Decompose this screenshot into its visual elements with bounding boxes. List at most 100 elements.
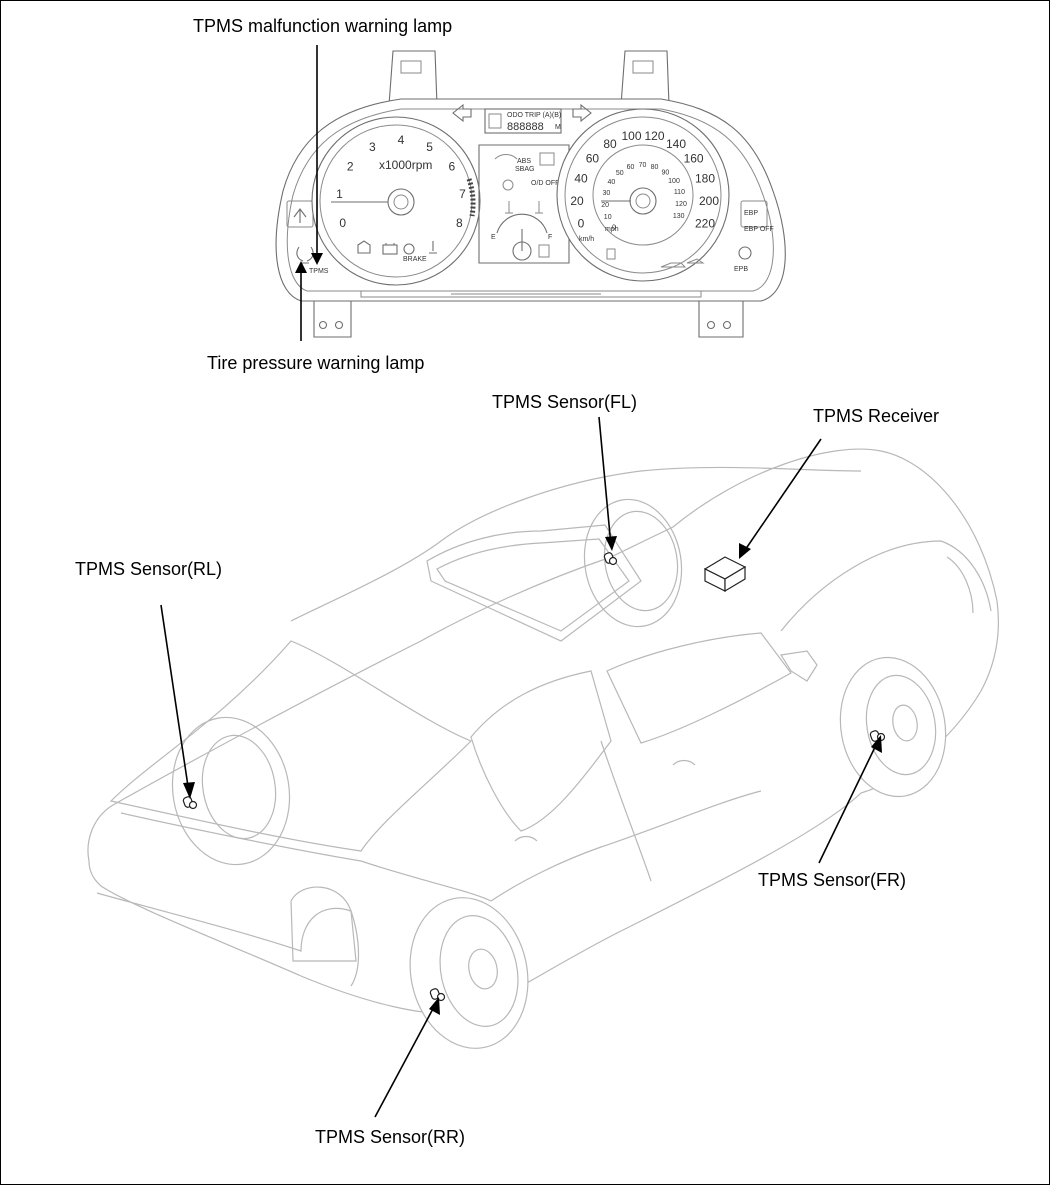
headlamp-icon <box>502 179 514 191</box>
right-turn-signal-icon <box>572 103 592 123</box>
speed-inner-number-12: 120 <box>675 201 687 208</box>
engine-check-icon <box>539 152 555 166</box>
speed-inner-number-6: 60 <box>627 164 635 171</box>
sensor-fr-label: TPMS Sensor(FR) <box>758 870 906 890</box>
tach-warning-icons: BRAKE <box>357 240 437 263</box>
tach-number-0: 0 <box>339 216 346 230</box>
speed-number-1: 20 <box>570 194 584 208</box>
tach-number-1: 1 <box>336 187 343 201</box>
rear-left-wheel <box>171 716 291 866</box>
speed-number-5: 100 <box>621 129 641 143</box>
speed-inner-number-13: 130 <box>673 213 685 220</box>
tach-number-7: 7 <box>459 187 466 201</box>
fuel-door-icon <box>606 248 616 260</box>
front-door-window <box>606 632 792 744</box>
ebp-label: EBP <box>744 210 758 217</box>
sensor-rr-label: TPMS Sensor(RR) <box>315 1127 465 1147</box>
lcd-unit: M <box>555 124 561 131</box>
sunroof-outline <box>426 524 642 642</box>
sensor-rl-label: TPMS Sensor(RL) <box>75 559 222 579</box>
speed-number-6: 120 <box>644 129 664 143</box>
brake-label: BRAKE <box>403 256 427 263</box>
speed-unit-mph: mph <box>605 226 619 233</box>
headlamp-line <box>946 556 974 614</box>
left-turn-signal-icon <box>452 103 472 123</box>
sensor-fr-leader <box>818 742 878 864</box>
speed-number-4: 80 <box>603 137 617 151</box>
front-door-handle <box>672 759 696 766</box>
tpms-lamp-label: TPMS <box>309 268 329 275</box>
speed-number-3: 60 <box>586 152 600 166</box>
seat-heater-right-icon <box>535 201 543 214</box>
speed-number-8: 160 <box>684 152 704 166</box>
sbag-label: SBAG <box>515 166 534 173</box>
rear-door-handle <box>514 835 538 842</box>
tpms-receiver-box <box>703 556 747 593</box>
tpms-sensor-fl-icon <box>603 552 618 566</box>
tach-unit: x1000rpm <box>379 158 432 172</box>
car-body-outline <box>87 448 1000 1015</box>
speed-inner-number-0: 0 <box>612 224 616 231</box>
tach-number-4: 4 <box>398 133 405 147</box>
tach-number-8: 8 <box>456 216 463 230</box>
speed-number-0: 0 <box>578 217 585 231</box>
oil-pressure-icon <box>494 154 518 160</box>
door-open-icon <box>357 240 371 254</box>
speed-number-11: 220 <box>695 217 715 231</box>
fuel-full-mark: F <box>548 234 552 241</box>
seat-heater-left-icon <box>505 201 513 214</box>
speed-inner-number-10: 100 <box>668 178 680 185</box>
speed-number-9: 180 <box>695 171 715 185</box>
tpms-sensor-rr-icon <box>429 988 446 1002</box>
tail-lamp <box>290 886 357 962</box>
cluster-leader-lines <box>295 45 323 341</box>
speed-unit-kmh: km/h <box>579 236 594 243</box>
vehicle-leader-lines <box>160 416 882 1118</box>
callout-labels: TPMS malfunction warning lamp Tire press… <box>75 16 939 1147</box>
tpms-components <box>182 552 886 1002</box>
receiver-leader <box>742 438 822 554</box>
odometer-lcd <box>484 108 562 134</box>
malfunction-lamp-label: TPMS malfunction warning lamp <box>193 16 452 36</box>
speed-number-2: 40 <box>574 171 588 185</box>
sensor-fl-label: TPMS Sensor(FL) <box>492 392 637 412</box>
epb-label: EPB <box>734 266 748 273</box>
speed-inner-number-2: 20 <box>601 202 609 209</box>
speed-number-10: 200 <box>699 194 719 208</box>
od-off-label: O/D OFF <box>531 180 559 187</box>
speed-inner-number-3: 30 <box>603 190 611 197</box>
abs-icon <box>403 243 415 255</box>
fuel-empty-mark: E <box>491 234 496 241</box>
sunroof-glass <box>436 538 630 632</box>
lcd-odo-trip: ODO TRIP (A)(B) <box>507 112 561 119</box>
seatbelt-icon <box>429 241 437 254</box>
tach-number-6: 6 <box>448 159 455 173</box>
tire-pressure-lamp-label: Tire pressure warning lamp <box>207 353 424 373</box>
tpms-sensor-rl-icon <box>182 796 198 810</box>
cruise-car-icon <box>660 262 687 268</box>
speed-inner-number-4: 40 <box>608 179 616 186</box>
front-left-wheel <box>583 498 683 628</box>
speed-number-7: 140 <box>666 137 686 151</box>
front-car-icon <box>686 258 705 264</box>
sill-line <box>490 790 762 902</box>
door-split-line <box>600 740 652 882</box>
ebp-off-label: EBP OFF <box>744 226 774 233</box>
sensor-rr-leader <box>374 1004 436 1118</box>
epb-warning-icon <box>738 246 752 260</box>
lcd-digits: 888888 <box>507 121 544 133</box>
vehicle-outline <box>87 448 1000 1049</box>
trunk-edge <box>120 812 492 902</box>
side-mirror <box>780 650 818 682</box>
speed-inner-number-7: 70 <box>639 162 647 169</box>
tach-number-5: 5 <box>426 140 433 154</box>
fuel-pump-icon <box>538 244 550 258</box>
hood-line <box>780 540 992 632</box>
rear-window <box>109 640 473 852</box>
tach-number-2: 2 <box>347 159 354 173</box>
sensor-fl-leader <box>598 416 612 547</box>
sensor-rl-leader <box>160 604 190 794</box>
